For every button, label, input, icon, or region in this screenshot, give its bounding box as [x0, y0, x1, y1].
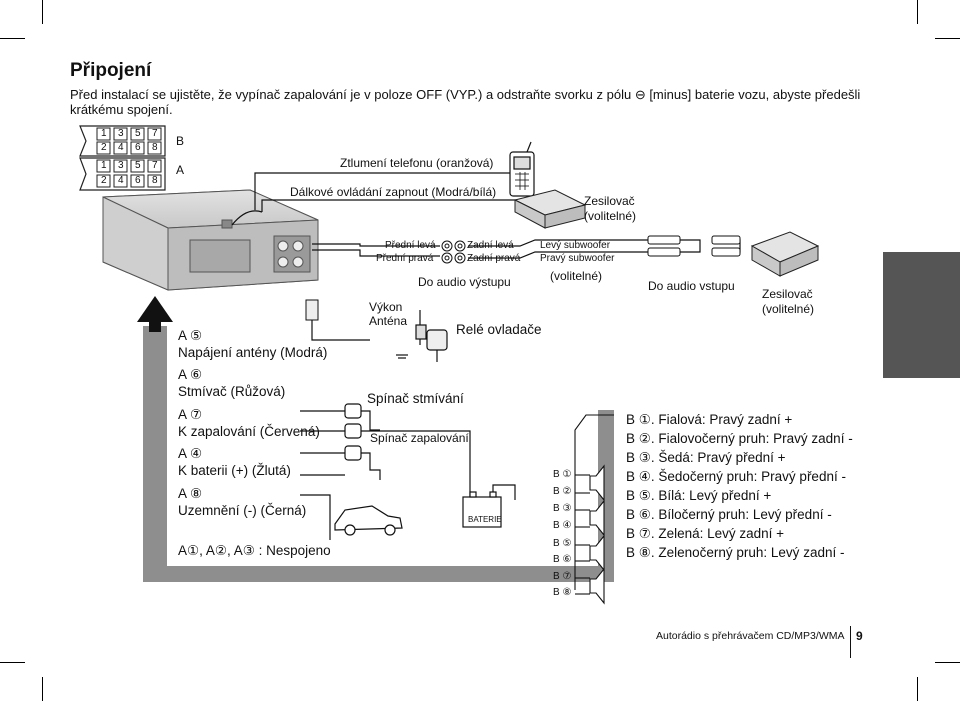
- legend-item: B ④. Šedočerný pruh: Pravý přední -: [626, 469, 846, 484]
- phone-icon: [509, 141, 535, 197]
- wire-desc: Stmívač (Růžová): [178, 384, 286, 399]
- head-unit: [102, 189, 319, 291]
- amp-optional-right-label: (volitelné): [762, 302, 815, 316]
- footer-divider: [850, 626, 851, 658]
- wire-pin: A ⑦: [178, 407, 203, 422]
- relay-label: Relé ovladače: [456, 322, 542, 337]
- dimmer-switch-label: Spínač stmívání: [367, 391, 464, 406]
- rca-plugs: [441, 235, 741, 264]
- connector-pin: 2: [101, 175, 107, 186]
- harness-arrow: [137, 296, 173, 322]
- connector-pin: 1: [101, 128, 107, 139]
- speaker-wiring: [574, 414, 614, 595]
- speaker-pin-label: B ④: [553, 520, 572, 531]
- rear-right-label: Zadní pravá: [467, 253, 521, 264]
- connector-pin: 4: [118, 142, 124, 153]
- battery-label: BATERIE: [468, 515, 502, 524]
- amp-optional-right-label: Zesilovač: [762, 287, 813, 301]
- connector-block: [79, 125, 166, 191]
- connector-pin: 5: [135, 128, 141, 139]
- switches: [300, 403, 471, 540]
- connector-pin: 2: [101, 142, 107, 153]
- legend-item: B ②. Fialovočerný pruh: Pravý zadní -: [626, 431, 853, 446]
- amp-optional-top-label: (volitelné): [584, 209, 637, 223]
- legend-item: B ⑦. Zelená: Levý zadní +: [626, 526, 785, 541]
- connector-pin: 7: [152, 128, 158, 139]
- front-left-label: Přední levá: [385, 240, 436, 251]
- connector-pin: 3: [118, 128, 124, 139]
- footer-product: Autorádio s přehrávačem CD/MP3/WMA: [656, 630, 845, 642]
- legend-item: B ③. Šedá: Pravý přední +: [626, 450, 786, 465]
- speaker-legend: B ①. Fialová: Pravý zadní + B ②. Fialovo…: [626, 410, 853, 562]
- crop-mark: [0, 662, 25, 663]
- connector-pin: 3: [118, 160, 124, 171]
- connector-pin: 5: [135, 160, 141, 171]
- crop-mark: [917, 677, 918, 701]
- crop-mark: [0, 38, 25, 39]
- not-connected-note: A①, A②, A③ : Nespojeno: [178, 543, 331, 558]
- crop-mark: [935, 662, 960, 663]
- connector-row-a-label: A: [176, 163, 185, 177]
- connector-pin: 7: [152, 160, 158, 171]
- crop-mark: [42, 677, 43, 701]
- speaker-pin-label: B ③: [553, 503, 572, 514]
- ignition-switch-label: Spínač zapalování: [370, 431, 469, 445]
- crop-mark: [42, 0, 43, 24]
- section-tab: [883, 252, 960, 378]
- legend-item: B ⑧. Zelenočerný pruh: Levý zadní -: [626, 545, 845, 560]
- wire-pin: A ⑤: [178, 328, 203, 343]
- connector-pin: 8: [152, 175, 158, 186]
- connector-pin: 8: [152, 142, 158, 153]
- power-antenna-label: Anténa: [369, 314, 408, 328]
- phone-mute-label: Ztlumení telefonu (oranžová): [340, 156, 494, 170]
- relay: [396, 310, 448, 362]
- amp-optional-top-label: Zesilovač: [584, 194, 635, 208]
- remote-on-label: Dálkové ovládání zapnout (Modrá/bílá): [290, 185, 497, 199]
- connector-row-b-label: B: [176, 134, 185, 148]
- crop-mark: [935, 38, 960, 39]
- power-antenna-label: Výkon: [369, 300, 403, 314]
- optional-label: (volitelné): [550, 269, 603, 283]
- sub-left-label: Levý subwoofer: [540, 240, 611, 251]
- page-title: Připojení: [70, 60, 152, 81]
- front-right-label: Přední pravá: [376, 253, 434, 264]
- audio-out-label: Do audio výstupu: [418, 275, 511, 289]
- speakers: [589, 464, 605, 605]
- audio-in-label: Do audio vstupu: [648, 279, 735, 293]
- speaker-pin-label: B ⑤: [553, 538, 572, 549]
- connector-pin: 1: [101, 160, 107, 171]
- wire-pin: A ⑧: [178, 486, 203, 501]
- speaker-pin-label: B ⑥: [553, 554, 572, 565]
- amplifier-right: [750, 231, 820, 277]
- legend-item: B ①. Fialová: Pravý zadní +: [626, 412, 793, 427]
- sub-right-label: Pravý subwoofer: [540, 253, 615, 264]
- wire-desc: K zapalování (Červená): [178, 424, 320, 439]
- wire-pin: A ④: [178, 446, 203, 461]
- connector-pin: 6: [135, 142, 141, 153]
- wire-pin: A ⑥: [178, 367, 203, 382]
- speaker-pin-label: B ①: [553, 469, 572, 480]
- speaker-pin-label: B ⑧: [553, 587, 572, 598]
- intro-text: Před instalací se ujistěte, že vypínač z…: [70, 87, 861, 117]
- legend-item: B ⑤. Bílá: Levý přední +: [626, 488, 772, 503]
- speaker-pin-label: B ②: [553, 486, 572, 497]
- amplifier-top: [513, 189, 587, 229]
- battery: [462, 484, 516, 528]
- speaker-pin-label: B ⑦: [553, 571, 572, 582]
- wire-desc: Uzemnění (-) (Černá): [178, 503, 307, 518]
- car-icon: [334, 505, 403, 536]
- connector-pin: 4: [118, 175, 124, 186]
- crop-mark: [917, 0, 918, 24]
- connector-pin: 6: [135, 175, 141, 186]
- legend-item: B ⑥. Bíločerný pruh: Levý přední -: [626, 507, 832, 522]
- rear-left-label: Zadní levá: [467, 240, 514, 251]
- wire-desc: Napájení antény (Modrá): [178, 345, 328, 360]
- page-number: 9: [856, 629, 863, 643]
- wire-desc: K baterii (+) (Žlutá): [178, 463, 291, 478]
